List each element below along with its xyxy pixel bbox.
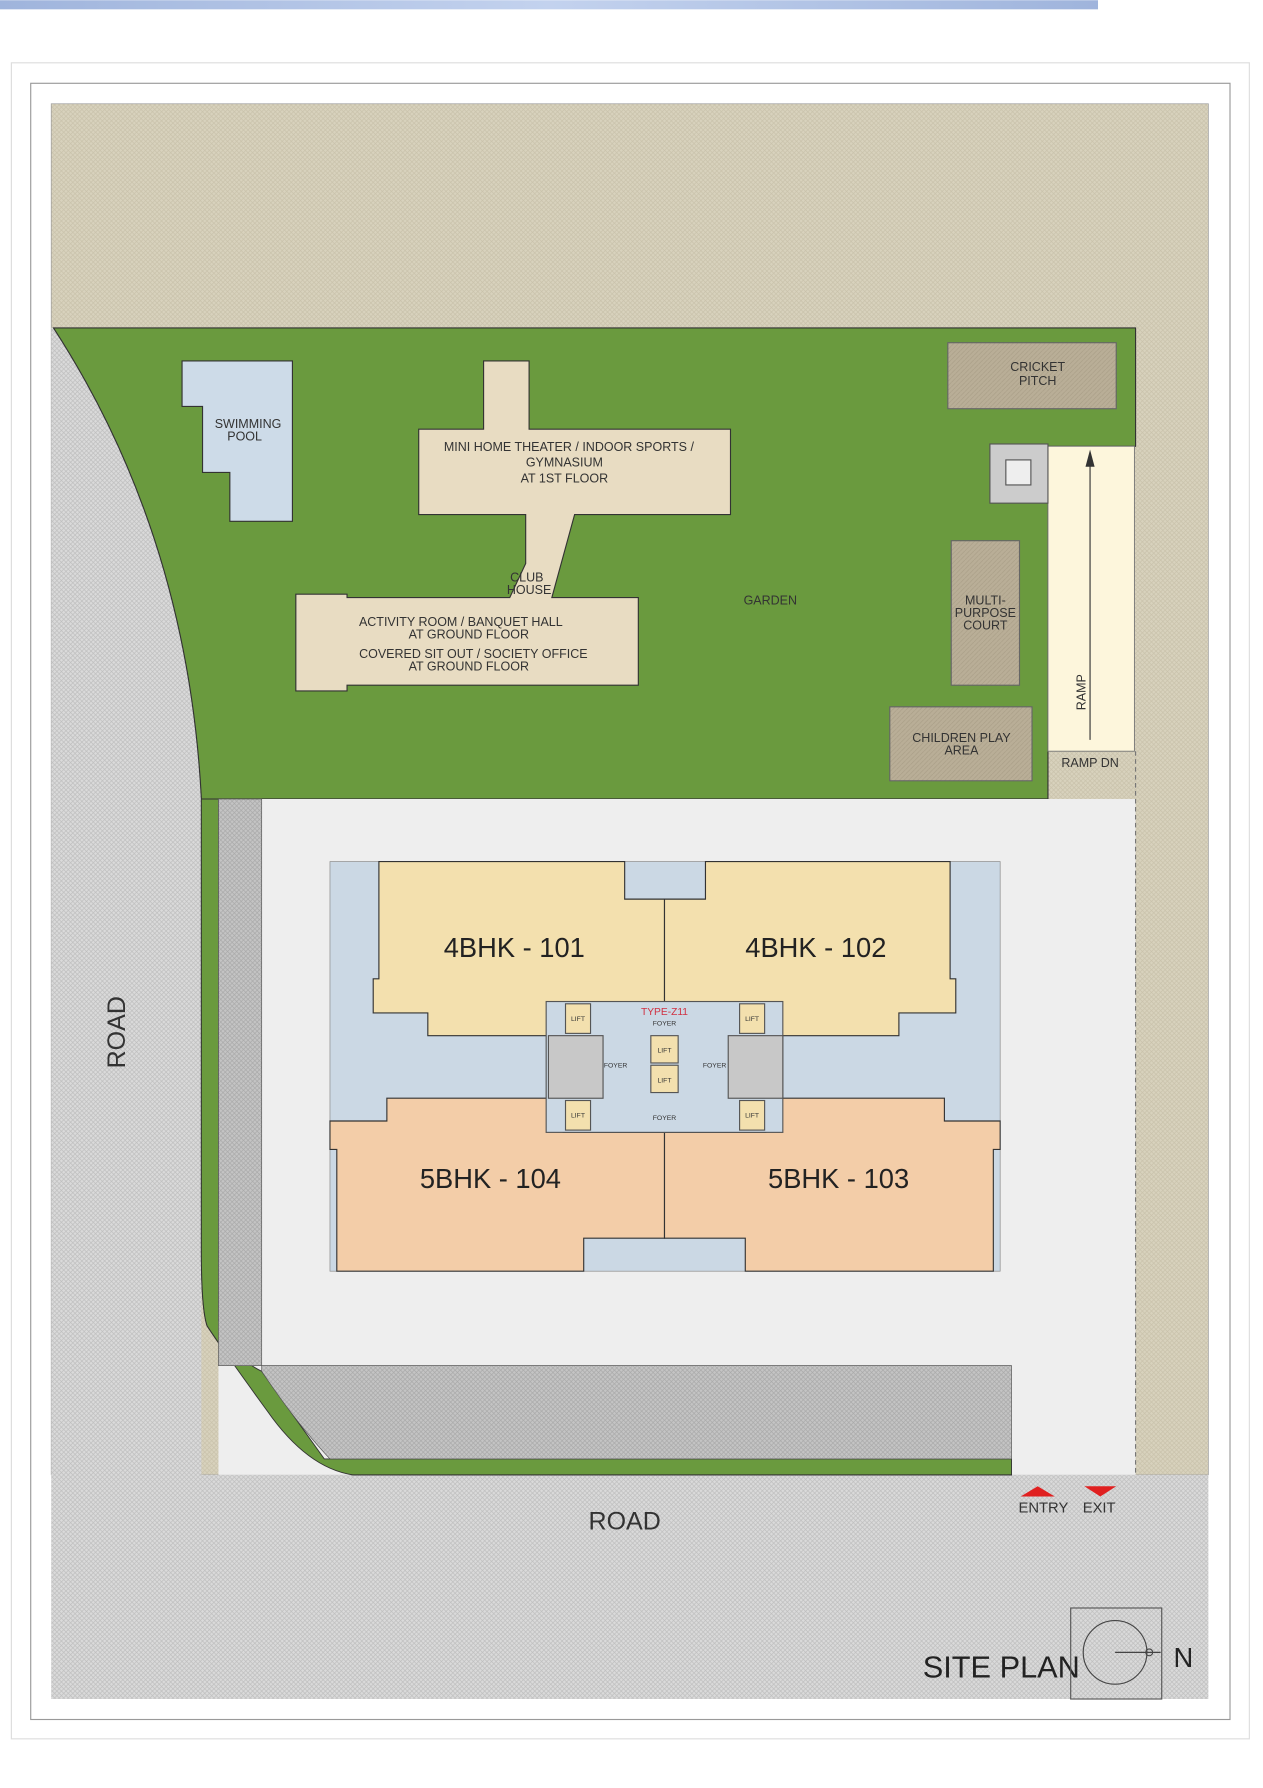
activity-label-1: ACTIVITY ROOM / BANQUET HALL <box>359 615 563 629</box>
foyer-label: FOYER <box>604 1063 628 1070</box>
cricket-pitch <box>947 342 1117 410</box>
garden-label: GARDEN <box>744 593 797 607</box>
club-label-2: HOUSE <box>507 583 551 597</box>
activity-label-2: AT GROUND FLOOR <box>409 628 529 642</box>
north-compass-icon <box>1082 1619 1161 1685</box>
lift-label: LIFT <box>571 1113 585 1120</box>
court-label-1: MULTI- <box>965 593 1006 607</box>
side-driveway <box>218 798 263 1366</box>
children-play-area <box>889 706 1033 782</box>
top-bar <box>0 0 1099 10</box>
lift-label: LIFT <box>745 1016 759 1023</box>
lift-label: LIFT <box>657 1048 671 1055</box>
compass-frame <box>1070 1607 1163 1700</box>
multi-purpose-court <box>950 540 1021 686</box>
court-label-3: COURT <box>963 618 1008 632</box>
foyer-label: FOYER <box>653 1115 677 1122</box>
pool-label-2: POOL <box>227 430 262 444</box>
theater-label-3: AT 1ST FLOOR <box>521 472 609 486</box>
cricket-label-2: PITCH <box>1019 374 1057 388</box>
exit-arrow-icon <box>1084 1486 1117 1497</box>
lift-label: LIFT <box>571 1016 585 1023</box>
play-label-2: AREA <box>944 744 979 758</box>
core-type-label: TYPE-Z11 <box>641 1007 688 1018</box>
lift <box>564 1003 592 1034</box>
ramp-arrow-icon <box>1085 449 1095 467</box>
unit-label-104: 5BHK - 104 <box>420 1163 561 1194</box>
theater-label-2: GYMNASIUM <box>526 456 603 470</box>
unit-4bhk-102 <box>663 861 957 1037</box>
cricket-label-1: CRICKET <box>1010 360 1065 374</box>
outer-frame <box>10 62 1250 1740</box>
swimming-pool <box>181 360 293 522</box>
plan-title: SITE PLAN <box>923 1649 1080 1684</box>
play-label-1: CHILDREN PLAY <box>912 731 1011 745</box>
pool-label-1: SWIMMING <box>215 417 282 431</box>
lift-label: LIFT <box>657 1077 671 1084</box>
lift <box>650 1064 679 1094</box>
exit-label: EXIT <box>1083 1500 1116 1516</box>
activity-label-3: COVERED SIT OUT / SOCIETY OFFICE <box>359 647 588 661</box>
road-label-left: ROAD <box>103 996 131 1068</box>
road-label-bottom: ROAD <box>589 1507 661 1535</box>
activity-label-4: AT GROUND FLOOR <box>409 659 529 673</box>
court-label-2: PURPOSE <box>955 606 1016 620</box>
unit-label-101: 4BHK - 101 <box>444 932 585 963</box>
lift <box>739 1003 766 1034</box>
entry-label: ENTRY <box>1018 1500 1068 1516</box>
lift-label: LIFT <box>745 1113 759 1120</box>
lift <box>739 1099 766 1131</box>
unit-label-103: 5BHK - 103 <box>768 1163 909 1194</box>
foyer-label: FOYER <box>703 1063 727 1070</box>
unit-label-102: 4BHK - 102 <box>745 932 886 963</box>
club-label-1: CLUB <box>510 571 543 585</box>
north-label: N <box>1173 1642 1193 1673</box>
inner-frame <box>30 82 1231 1721</box>
ramp-dn-label: RAMP DN <box>1061 756 1118 770</box>
club-house <box>295 360 732 692</box>
lift <box>650 1035 679 1064</box>
stair-left <box>547 1035 604 1099</box>
foyer-label: FOYER <box>653 1020 677 1027</box>
entry-arrow-icon <box>1020 1486 1055 1497</box>
ramp-label: RAMP <box>1074 674 1088 710</box>
ramp <box>1047 445 1135 752</box>
lift <box>564 1099 592 1131</box>
stair-right <box>727 1035 784 1099</box>
theater-label-1: MINI HOME THEATER / INDOOR SPORTS / <box>444 440 695 454</box>
parking-strip <box>261 1365 1012 1460</box>
